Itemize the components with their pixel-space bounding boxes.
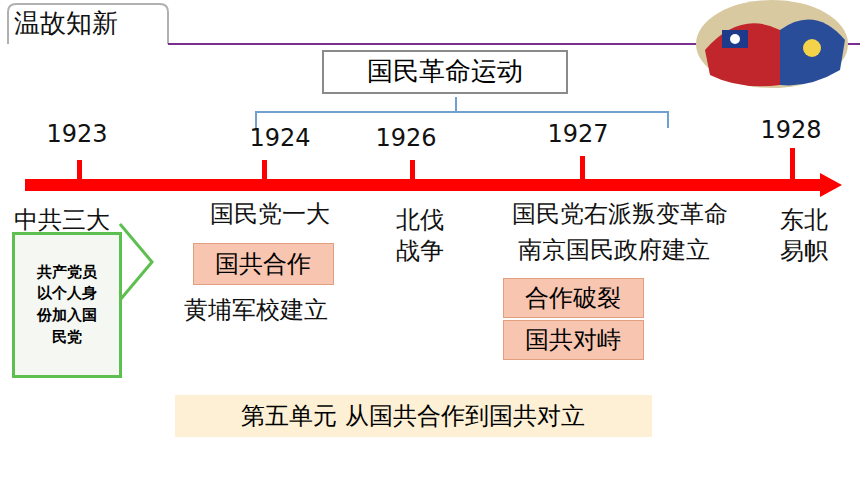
period-box: 国民革命运动 [322,50,568,94]
year-label: 1927 [547,120,608,149]
node-text: 共产党员以个人身份加入国民党 [36,262,98,349]
event-box: 国共对峙 [503,320,644,360]
timeline-axis [25,148,842,197]
year-label: 1923 [46,120,107,149]
event-label: 国民党一大 [210,200,330,229]
node-text: 合作破裂 [525,284,621,313]
title-tab [8,4,168,44]
event-label: 南京国民政府建立 [518,236,710,265]
callout-pointer [120,224,152,300]
event-label: 东北易帜 [779,205,829,267]
event-box: 合作破裂 [503,278,644,318]
node-text: 国共对峙 [525,326,621,355]
event-label: 北伐战争 [395,205,445,267]
node-text: 国民革命运动 [367,56,523,87]
note-box: 共产党员以个人身份加入国民党 [12,232,122,378]
year-label: 1928 [760,116,821,145]
event-label: 黄埔军校建立 [184,296,328,325]
node-text: 第五单元 从国共合作到国共对立 [241,402,585,431]
year-label: 1926 [375,124,436,153]
flag-picture [696,0,848,88]
event-box: 国共合作 [193,243,334,285]
year-label: 1924 [249,124,310,153]
slide-title: 温故知新 [14,8,118,39]
node-text: 国共合作 [215,250,311,279]
event-label: 中共三大 [14,206,110,235]
unit-band: 第五单元 从国共合作到国共对立 [175,395,652,437]
event-label: 国民党右派叛变革命 [512,200,728,229]
